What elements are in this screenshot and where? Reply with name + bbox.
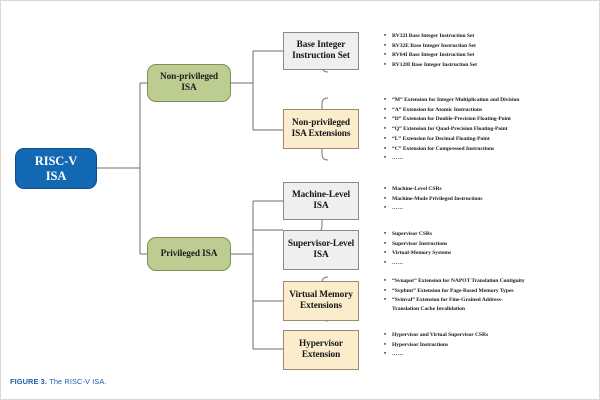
bullet-dot-icon: • [384,250,387,257]
bullet-list-virtual-memory: • “Svnapot” Extension for NAPOT Translat… [384,277,599,315]
node-risc-v-isa[interactable]: RISC-V ISA [15,148,97,189]
list-item: • Supervisor CSRs [384,230,594,240]
list-item: • …… [384,259,594,269]
list-item: • “Svinval” Extension for Fine-Grained A… [384,297,503,313]
bullet-dot-icon: • [384,33,387,39]
figure-caption: FIGURE 3. The RISC-V ISA. [10,377,107,386]
bullet-dot-icon: • [384,116,387,123]
bullet-dot-icon: • [384,231,387,237]
list-item: • “Q” Extension for Quad-Precision Float… [384,125,599,135]
list-item: • Machine-Mode Privileged Instructions [384,195,594,205]
list-item: • Virtual-Memory Systems [384,249,594,259]
bullet-dot-icon: • [384,332,387,338]
list-item: • Hypervisor Instructions [384,341,594,351]
bullet-dot-icon: • [384,186,387,192]
root-label-line2: ISA [45,168,67,183]
supervisor-level-line2: ISA [313,250,329,260]
list-item: • “M” Extension for Integer Multiplicati… [384,96,599,106]
node-non-privileged-isa[interactable]: Non-privileged ISA [147,64,231,102]
list-item: • “A” Extension for Atomic Instructions [384,106,599,116]
bullet-list-base-integer: • RV32I Base Integer Instruction Set • R… [384,32,594,71]
supervisor-level-line1: Supervisor-Level [287,239,355,250]
nonpriv-ext-line2: ISA Extensions [291,129,351,139]
bullet-dot-icon: • [384,351,387,358]
root-label-line1: RISC-V [34,154,78,169]
virtual-memory-line1: Virtual Memory [289,290,353,301]
hypervisor-line1: Hypervisor [299,339,343,350]
machine-level-line2: ISA [313,201,329,211]
node-base-integer-instruction-set[interactable]: Base Integer Instruction Set [283,32,359,70]
non-privileged-isa-line1: Non-privileged [160,72,218,83]
figure-caption-text: The RISC-V ISA. [49,377,107,386]
bullet-dot-icon: • [384,341,387,348]
bullet-dot-icon: • [384,195,387,202]
list-item: • RV128I Base Integer Instruction Set [384,61,594,71]
bullet-dot-icon: • [384,297,387,304]
node-privileged-isa[interactable]: Privileged ISA [147,237,231,271]
bullet-dot-icon: • [384,52,387,59]
list-item: • “C” Extension for Compressed Instructi… [384,145,599,155]
bullet-dot-icon: • [384,106,387,113]
bullet-dot-icon: • [384,126,387,133]
bullet-list-machine-level: • Machine-Level CSRs • Machine-Mode Priv… [384,185,594,214]
bullet-dot-icon: • [384,287,387,294]
bullet-dot-icon: • [384,97,387,103]
bullet-dot-icon: • [384,240,387,247]
bullet-dot-icon: • [384,155,387,162]
node-machine-level-isa[interactable]: Machine-Level ISA [283,182,359,220]
bullet-list-supervisor-level: • Supervisor CSRs • Supervisor Instructi… [384,230,594,269]
hypervisor-line2: Extension [301,350,341,360]
bullet-dot-icon: • [384,145,387,152]
list-item: • RV32I Base Integer Instruction Set [384,32,594,42]
bullet-dot-icon: • [384,205,387,212]
node-hypervisor-extension[interactable]: Hypervisor Extension [283,330,359,370]
list-item: • Machine-Level CSRs [384,185,594,195]
bullet-dot-icon: • [384,62,387,69]
node-supervisor-level-isa[interactable]: Supervisor-Level ISA [283,230,359,270]
bullet-list-hypervisor: • Hypervisor and Virtual Supervisor CSRs… [384,331,594,360]
list-item: • “D” Extension for Double-Precision Flo… [384,115,599,125]
bullet-list-non-privileged-extensions: • “M” Extension for Integer Multiplicati… [384,96,599,164]
list-item: • “L” Extension for Decimal Floating-Poi… [384,135,599,145]
figure-caption-label: FIGURE 3. [10,377,48,386]
machine-level-line1: Machine-Level [291,190,351,201]
bullet-dot-icon: • [384,278,387,284]
bullet-dot-icon: • [384,135,387,142]
virtual-memory-line2: Extensions [300,301,342,311]
list-item: • RV64I Base Integer Instruction Set [384,51,594,61]
base-integer-line1: Base Integer [296,40,346,51]
nonpriv-ext-line1: Non-privileged [291,118,350,129]
node-virtual-memory-extensions[interactable]: Virtual Memory Extensions [283,281,359,321]
bullet-dot-icon: • [384,42,387,49]
list-item: • …… [384,350,594,360]
list-item: • Hypervisor and Virtual Supervisor CSRs [384,331,594,341]
bullet-dot-icon: • [384,260,387,267]
list-item: • …… [384,204,594,214]
privileged-isa-line1: Privileged ISA [160,248,218,259]
list-item: • “Svpbmt” Extension for Page-Based Memo… [384,287,599,297]
list-item: • RV32E Base Integer Instruction Set [384,42,594,52]
non-privileged-isa-line2: ISA [181,83,197,93]
node-non-privileged-isa-extensions[interactable]: Non-privileged ISA Extensions [283,109,359,149]
base-integer-line2: Instruction Set [292,51,350,61]
list-item: • “Svnapot” Extension for NAPOT Translat… [384,277,599,287]
list-item: • Supervisor Instructions [384,240,594,250]
list-item: • …… [384,154,599,164]
